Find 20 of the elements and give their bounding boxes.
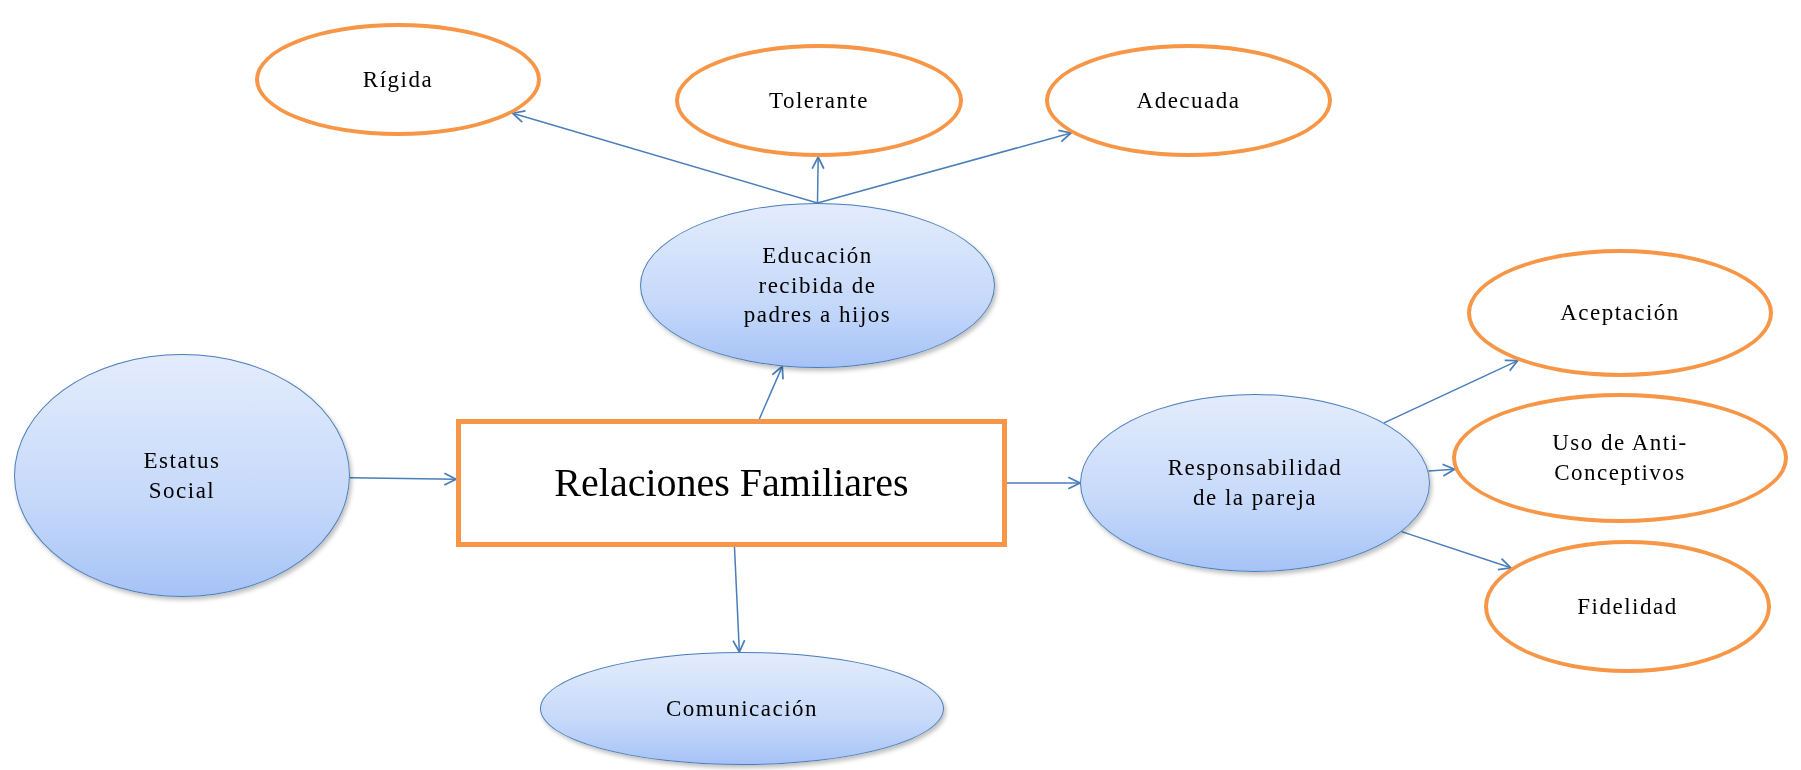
arrow xyxy=(349,472,457,486)
node-label: Adecuada xyxy=(1136,86,1241,115)
node-label: Tolerante xyxy=(769,86,869,115)
arrow xyxy=(1006,476,1081,490)
node-label: Relaciones Familiares xyxy=(554,459,909,507)
node-label: Aceptación xyxy=(1560,299,1680,328)
arrow xyxy=(1400,530,1512,571)
arrow xyxy=(816,129,1072,204)
rectangle-box xyxy=(456,419,1007,547)
node-label: Comunicación xyxy=(665,694,819,723)
node-label: Estatus Social xyxy=(142,446,222,505)
arrow xyxy=(811,156,825,204)
node-label: Responsabilidad de la pareja xyxy=(1166,454,1344,512)
node-label: Rígida xyxy=(362,65,434,94)
arrow xyxy=(1383,359,1519,424)
node-label: Fidelidad xyxy=(1577,592,1678,621)
node-label: Educación recibida de padres a hijos xyxy=(742,241,893,330)
node-label: Uso de Anti-Conceptivos xyxy=(1551,429,1689,487)
arrow xyxy=(732,546,746,653)
arrow xyxy=(511,110,819,204)
